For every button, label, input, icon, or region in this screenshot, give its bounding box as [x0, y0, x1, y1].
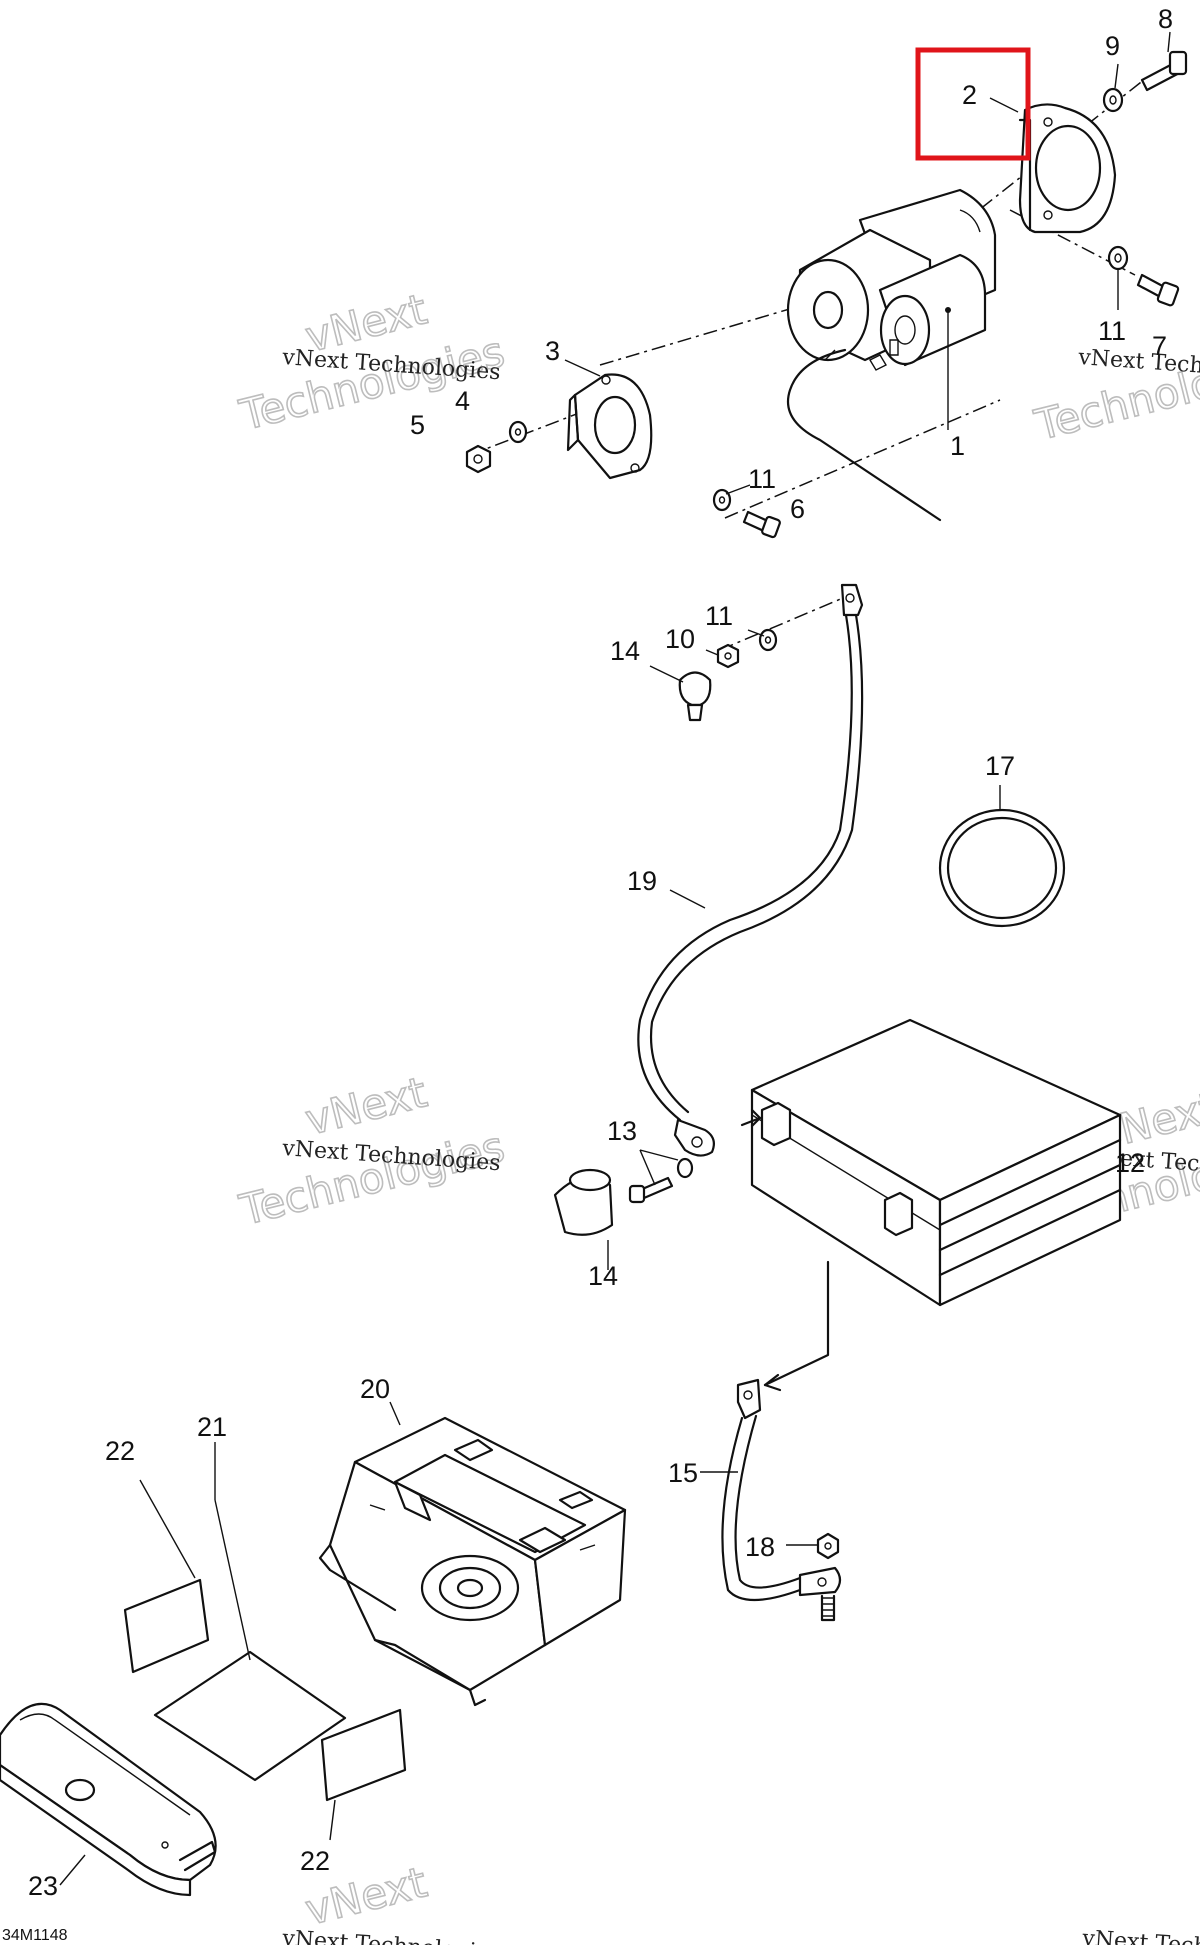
- callout-9: 9: [1105, 31, 1120, 61]
- callout-23: 23: [28, 1871, 58, 1901]
- watermark-outline-technologies: Technologies: [235, 1122, 510, 1235]
- callout-13: 13: [607, 1116, 637, 1146]
- battery-12: [740, 1018, 1122, 1307]
- figure-code: 34M1148: [2, 1927, 68, 1944]
- watermark-outline-vnext: vNext: [301, 1067, 432, 1144]
- callout-11-top: 11: [1098, 316, 1126, 346]
- callout-15: 15: [668, 1458, 698, 1488]
- o-ring-17: [938, 808, 1066, 928]
- watermark-top-right: Technologies vNext Technologies: [1029, 336, 1200, 451]
- washer-11-lower: [758, 628, 778, 652]
- leader-lines: [59, 31, 1171, 1886]
- pad-21: [153, 1650, 347, 1782]
- foam-pad-22-bottom: [320, 1708, 407, 1802]
- callout-12: 12: [1115, 1148, 1145, 1178]
- battery-tray-20: [318, 1416, 627, 1707]
- callout-8: 8: [1158, 4, 1173, 34]
- nut-5: [465, 444, 492, 474]
- nut-10: [716, 643, 740, 669]
- callout-5: 5: [410, 410, 425, 440]
- washer-11-mid: [712, 488, 732, 512]
- callout-22-top: 22: [105, 1436, 135, 1466]
- foam-pad-22-top: [123, 1578, 210, 1674]
- watermark-middle: vNext Technologies vNext Technologies: [234, 1067, 510, 1236]
- callout-14-bottom: 14: [588, 1261, 618, 1291]
- starter-bracket: [1018, 103, 1117, 234]
- nut-18: [816, 1532, 840, 1622]
- watermark-text: vNext Technologies: [1081, 1926, 1200, 1945]
- bolt-6: [742, 510, 781, 539]
- battery-cover-23: [0, 1702, 217, 1897]
- callout-2: 2: [962, 80, 977, 110]
- watermark-bottom: vNext vNext Technologies vNext Technolog…: [281, 1857, 1200, 1945]
- support-plate: [566, 373, 653, 480]
- watermark-top: vNext Technologies vNext Technologies: [234, 284, 510, 441]
- positive-cable-19: [637, 583, 864, 1157]
- callout-4: 4: [455, 386, 470, 416]
- callout-11-middle: 11: [748, 464, 776, 494]
- callout-3: 3: [545, 336, 560, 366]
- callout-22-bottom: 22: [300, 1846, 330, 1876]
- washer-4: [508, 420, 528, 444]
- bolt-8: [1140, 50, 1188, 92]
- callout-21: 21: [197, 1412, 227, 1442]
- callout-19: 19: [627, 866, 657, 896]
- callout-7: 7: [1152, 331, 1167, 361]
- callout-20: 20: [360, 1374, 390, 1404]
- washer-9: [1102, 87, 1124, 113]
- negative-cable-15: [721, 1260, 842, 1601]
- terminal-cap-14-top: [678, 671, 712, 722]
- terminal-cap-14-bottom: [553, 1168, 614, 1236]
- washer-11-top: [1107, 245, 1129, 271]
- bolt-11-top: [1136, 273, 1180, 307]
- starter-motor: [786, 188, 997, 522]
- callout-14-top: 14: [610, 636, 640, 666]
- watermark-text: vNext Technologies: [281, 1926, 502, 1945]
- callout-18: 18: [745, 1532, 775, 1562]
- callouts: 1 2 3 4 5 6 7 8 9 10 11 11 11 12 13 14 1…: [28, 4, 1173, 1901]
- callout-1: 1: [950, 431, 965, 461]
- callout-11-lower: 11: [705, 601, 733, 631]
- callout-6: 6: [790, 494, 805, 524]
- bolt-13: [628, 1157, 694, 1204]
- callout-10: 10: [665, 624, 695, 654]
- callout-17: 17: [985, 751, 1015, 781]
- highlight-box-part-2: [915, 47, 1031, 161]
